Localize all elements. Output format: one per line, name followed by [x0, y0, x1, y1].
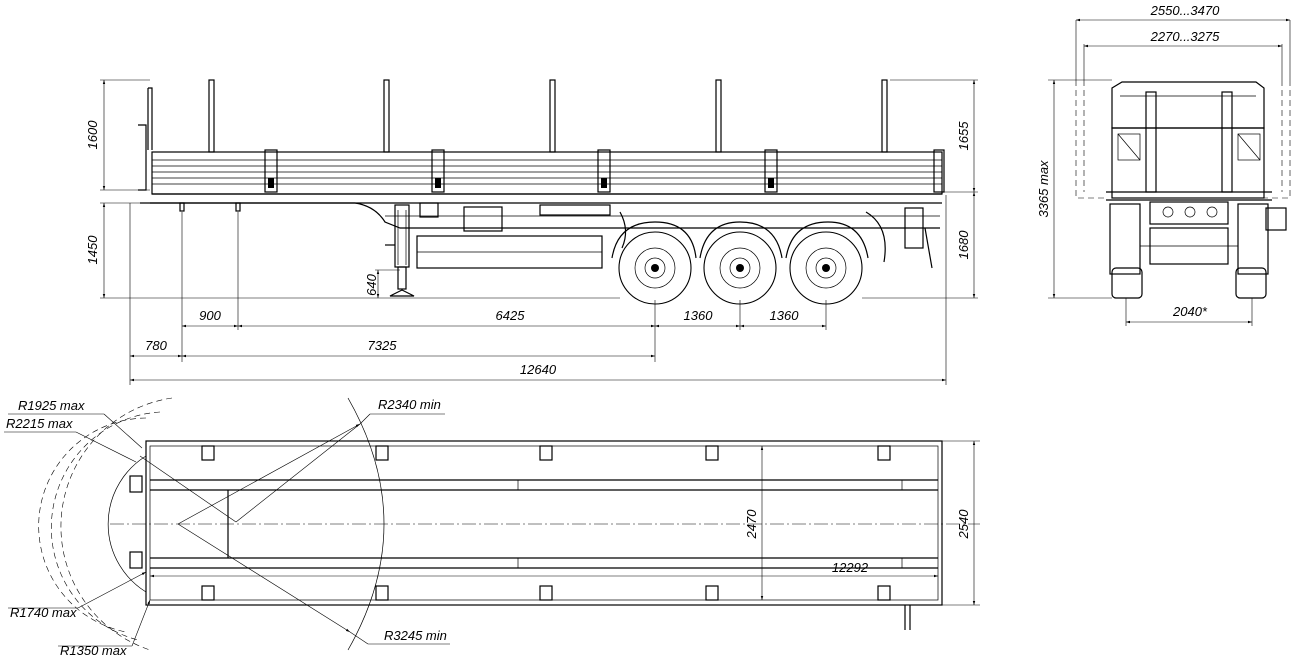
dim-outer-width: 2540: [956, 509, 971, 540]
dim-stake-height-right: 1655: [956, 121, 971, 151]
dim-kingpin-to-axle: 7325: [368, 338, 398, 353]
rear-view: 2550...3470 2270...3275 3365 max 2040*: [1036, 3, 1291, 326]
dim-radius-1350: R1350 max: [60, 643, 127, 658]
dim-inner-width: 2270...3275: [1150, 29, 1220, 44]
dim-deck-height: 1680: [956, 230, 971, 260]
dim-support-height: 640: [364, 273, 379, 295]
side-view: 1600 1450 640 1655 1680 900 6425 1360 13…: [85, 79, 978, 385]
dim-support-offset: 900: [199, 308, 221, 323]
dim-radius-2215: R2215 max: [6, 416, 73, 431]
dim-outer-width: 2550...3470: [1150, 3, 1220, 18]
frame: [150, 202, 940, 229]
side-board: [140, 149, 945, 204]
dim-radius-1925: R1925 max: [18, 398, 85, 413]
dim-overall-height: 3365 max: [1036, 160, 1051, 218]
dim-radius-2340: R2340 min: [378, 397, 441, 412]
dim-track-width: 2040*: [1172, 304, 1208, 319]
dim-frame-height: 1450: [85, 235, 100, 265]
dim-radius-1740: R1740 max: [10, 605, 77, 620]
stakes: [208, 79, 888, 153]
dim-front-overhang: 780: [145, 338, 167, 353]
dim-inner-width: 2470: [744, 509, 759, 540]
dim-overall-length: 12640: [520, 362, 557, 377]
dim-axle-spacing-1: 1360: [684, 308, 714, 323]
dim-radius-3245: R3245 min: [384, 628, 447, 643]
axles: [611, 207, 933, 305]
top-view: R1925 max R2215 max R2340 min R1740 max …: [4, 397, 980, 658]
tool-box: [416, 204, 611, 269]
landing-gear: [385, 204, 415, 297]
dim-stake-height: 1600: [85, 120, 100, 150]
stake-pockets: [201, 445, 891, 601]
dim-axle-spacing-2: 1360: [770, 308, 800, 323]
dim-platform-length: 12292: [832, 560, 869, 575]
dim-axle-distance: 6425: [496, 308, 526, 323]
